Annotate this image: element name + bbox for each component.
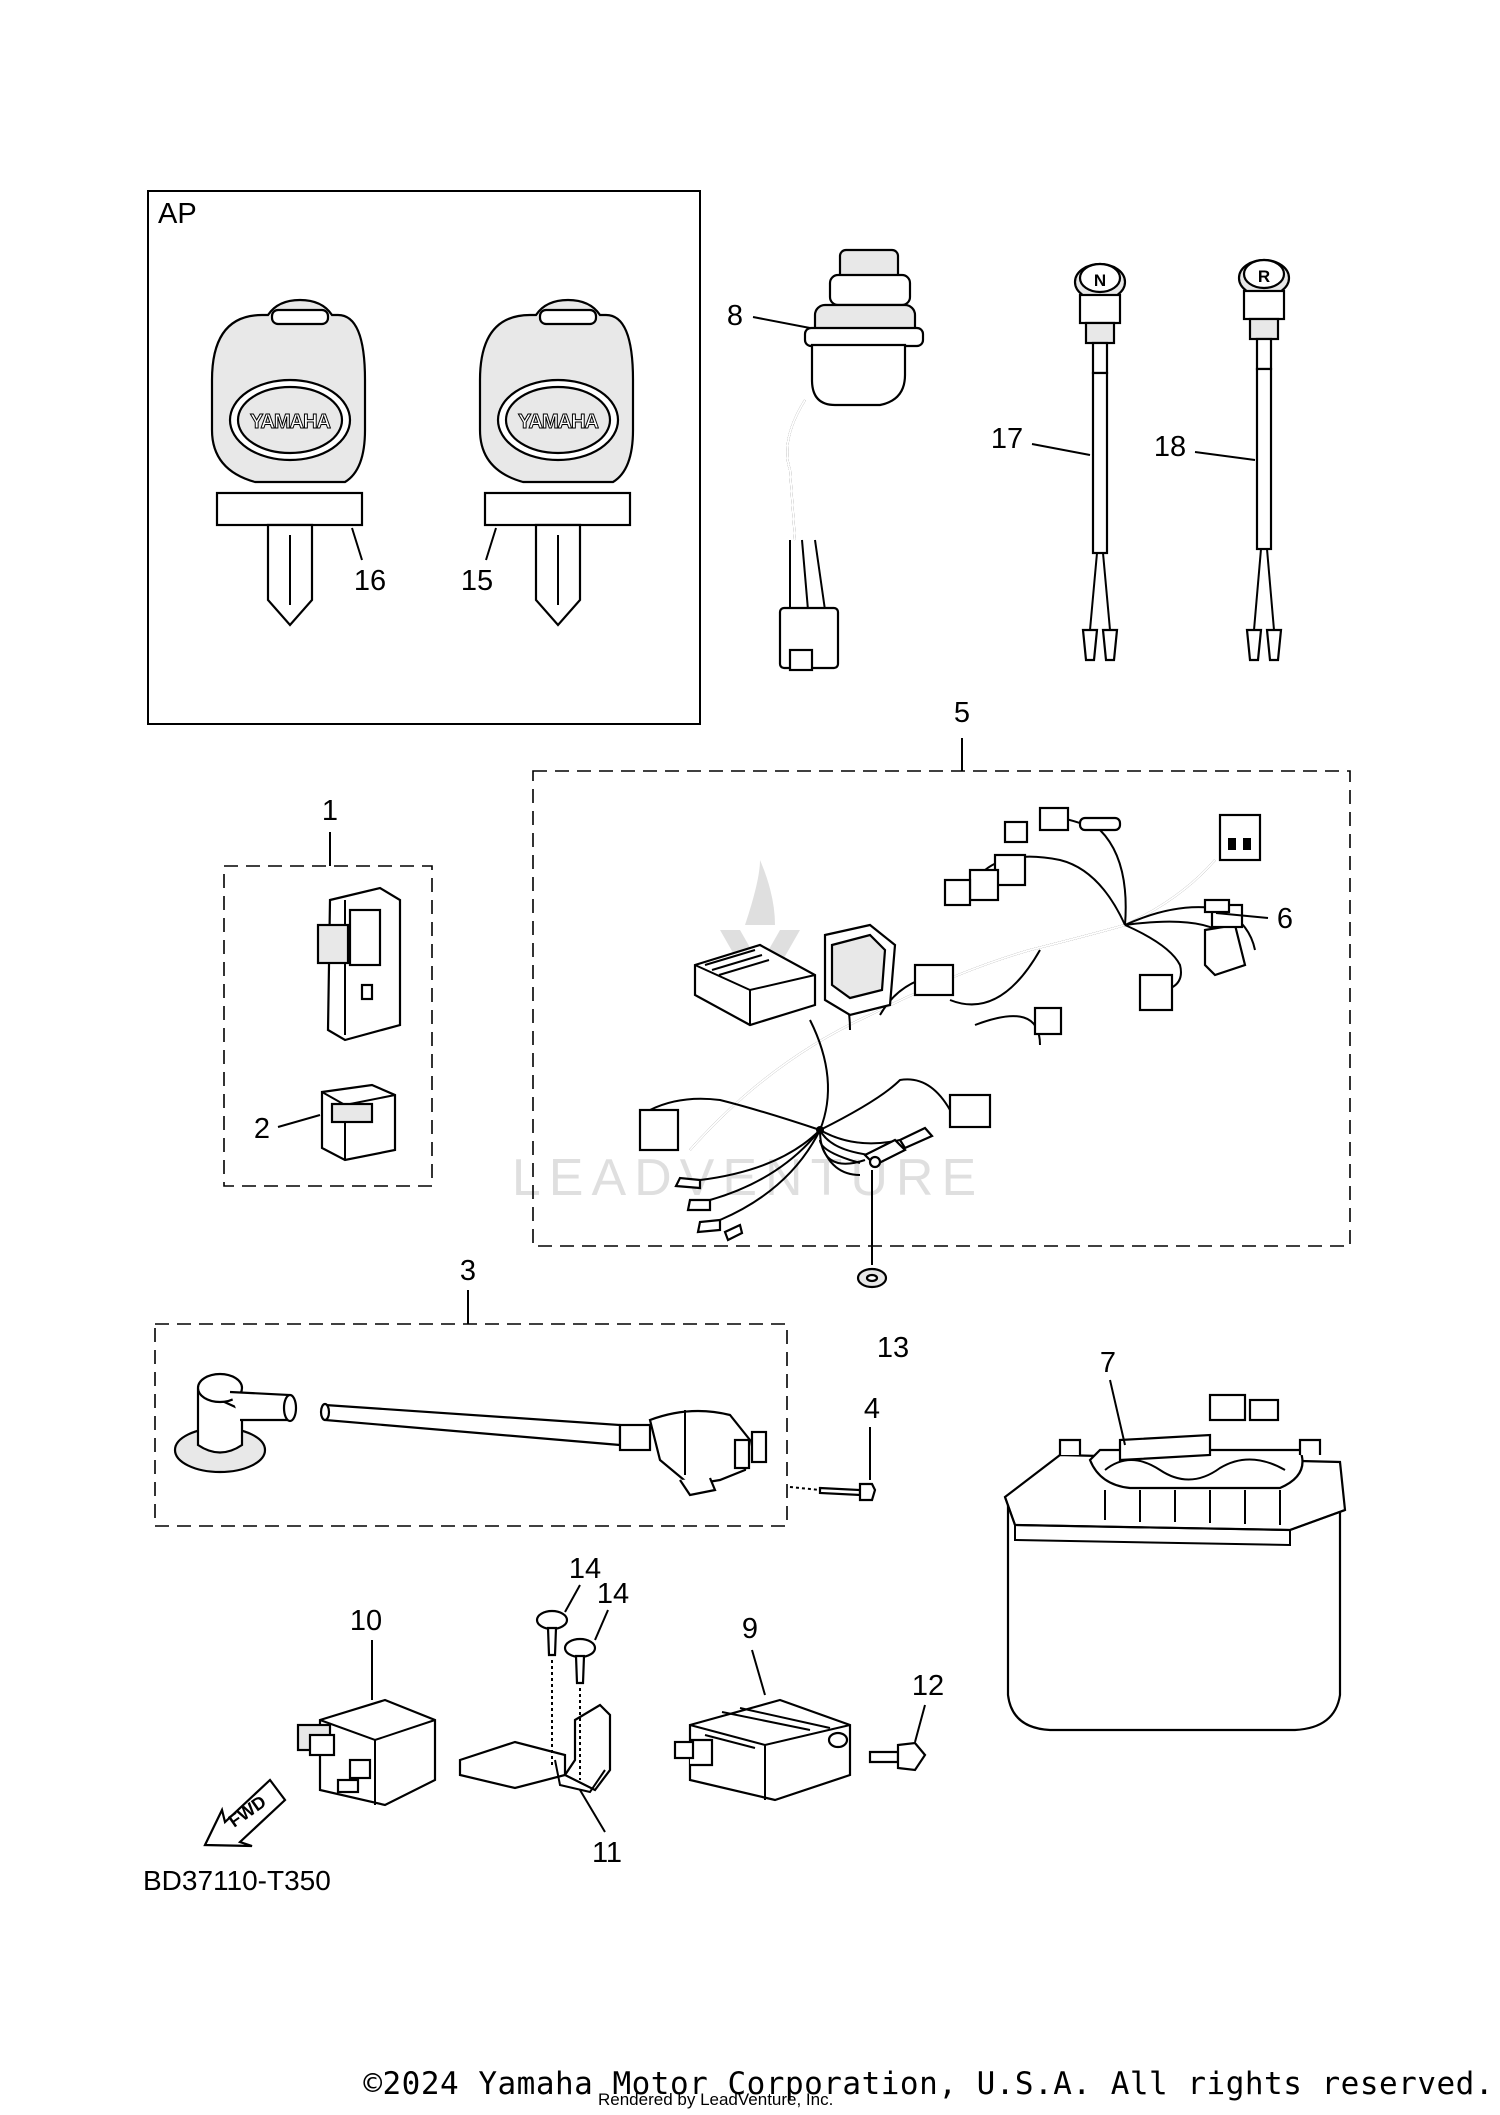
- callout-16: 16: [354, 565, 386, 597]
- key-15-icon: YAMAHA: [478, 298, 635, 627]
- screw-14a-icon: [535, 1609, 569, 1765]
- callout-14b: 14: [597, 1578, 629, 1610]
- ignition-coil-3-icon: [173, 1372, 768, 1497]
- callout-14a: 14: [569, 1553, 601, 1585]
- callout-5: 5: [954, 697, 970, 729]
- key-16-brand: YAMAHA: [250, 411, 330, 433]
- callout-17: 17: [991, 423, 1023, 455]
- washer-13-icon: [856, 1267, 888, 1289]
- callout-1: 1: [322, 795, 338, 827]
- ignition-coil-group-box: [154, 1323, 788, 1527]
- switch-n-letter: N: [1094, 271, 1106, 290]
- rendered-by-notice: Rendered by LeadVenture, Inc.: [598, 2090, 834, 2109]
- fwd-arrow-icon: FWD: [203, 1778, 287, 1848]
- rectifier-regulator-9-icon: [673, 1698, 852, 1802]
- cdi-unit-1-icon: [316, 886, 402, 1042]
- switch-r-letter: R: [1258, 267, 1270, 286]
- copyright-notice: ©2024 Yamaha Motor Corporation, U.S.A. A…: [363, 2066, 1494, 2102]
- relay-10-icon: [296, 1698, 437, 1807]
- key-16-icon: YAMAHA: [210, 298, 367, 627]
- callout-12: 12: [912, 1670, 944, 1702]
- callout-10: 10: [350, 1605, 382, 1637]
- callout-3: 3: [460, 1255, 476, 1287]
- callout-8: 8: [727, 300, 743, 332]
- watermark-text: LEADVENTURE: [512, 1149, 984, 1207]
- key-15-brand: YAMAHA: [518, 411, 598, 433]
- callout-4: 4: [864, 1393, 880, 1425]
- callout-7: 7: [1100, 1347, 1116, 1379]
- callout-15: 15: [461, 565, 493, 597]
- ap-kit-box: AP: [147, 190, 701, 725]
- callout-labels: 1 2 3 4 5 6 7 8 9 10 11 12 13 14 14 15 1…: [254, 300, 1293, 1869]
- watermark: LEADVENTURE: [512, 860, 984, 1207]
- callout-6: 6: [1277, 903, 1293, 935]
- neutral-switch-17-icon: N: [1073, 262, 1127, 662]
- callout-18: 18: [1154, 431, 1186, 463]
- coupler-2-icon: [320, 1083, 397, 1162]
- callout-9: 9: [742, 1613, 758, 1645]
- bolt-4-icon: [818, 1482, 877, 1502]
- main-switch-8-icon: [778, 248, 925, 672]
- callout-2: 2: [254, 1113, 270, 1145]
- diagram-code: BD37110-T350: [143, 1865, 331, 1896]
- callout-13: 13: [877, 1332, 909, 1364]
- bracket-11-icon: [458, 1703, 612, 1794]
- wire-harness-group-box: [532, 770, 1351, 1247]
- screw-14b-icon: [563, 1637, 597, 1780]
- wire-harness-5-icon: [638, 806, 1262, 1242]
- callout-11: 11: [592, 1837, 622, 1869]
- battery-7-icon: [1003, 1393, 1347, 1732]
- bolt-12-icon: [868, 1741, 927, 1772]
- ap-label: AP: [158, 198, 197, 230]
- reverse-switch-18-icon: R: [1237, 258, 1291, 662]
